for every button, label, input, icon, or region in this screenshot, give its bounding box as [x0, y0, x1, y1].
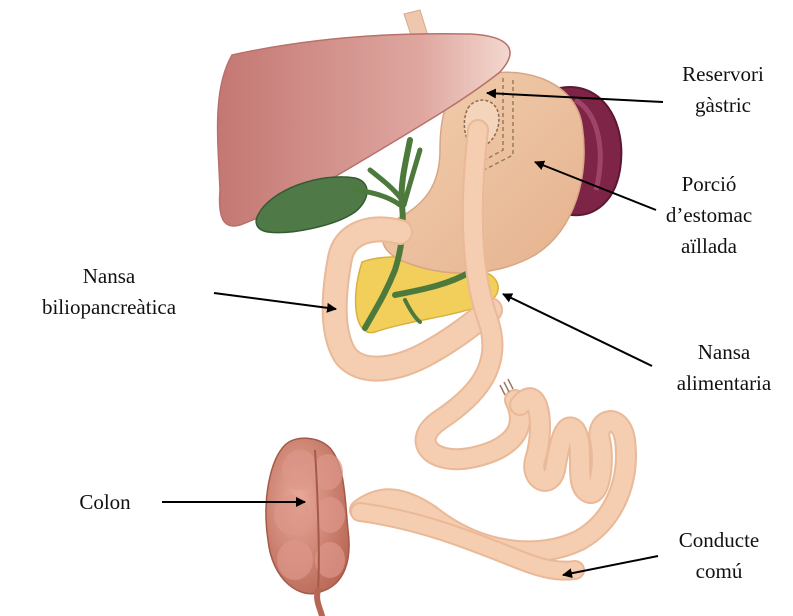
label-line: Porció [654, 169, 764, 200]
label-porcio-estomac: Porció d’estomac aïllada [654, 169, 764, 262]
label-line: Nansa [665, 337, 783, 368]
label-reservori-gastric: Reservori gàstric [668, 59, 778, 121]
label-line: Colon [55, 487, 155, 518]
label-line: Reservori [668, 59, 778, 90]
label-line: alimentaria [665, 368, 783, 399]
label-line: d’estomac [654, 200, 764, 231]
label-line: Conducte [664, 525, 774, 556]
label-conducte-comu: Conducte comú [664, 525, 774, 587]
colon [266, 438, 349, 616]
arrow-nansa-alim [503, 294, 652, 366]
label-line: comú [664, 556, 774, 587]
label-nansa-biliopancreatica: Nansa biliopancreàtica [30, 261, 188, 323]
label-line: aïllada [654, 231, 764, 262]
label-nansa-alimentaria: Nansa alimentaria [665, 337, 783, 399]
label-line: biliopancreàtica [30, 292, 188, 323]
arrow-nansa-bilio [214, 293, 336, 309]
label-colon: Colon [55, 487, 155, 518]
label-line: gàstric [668, 90, 778, 121]
label-line: Nansa [30, 261, 188, 292]
